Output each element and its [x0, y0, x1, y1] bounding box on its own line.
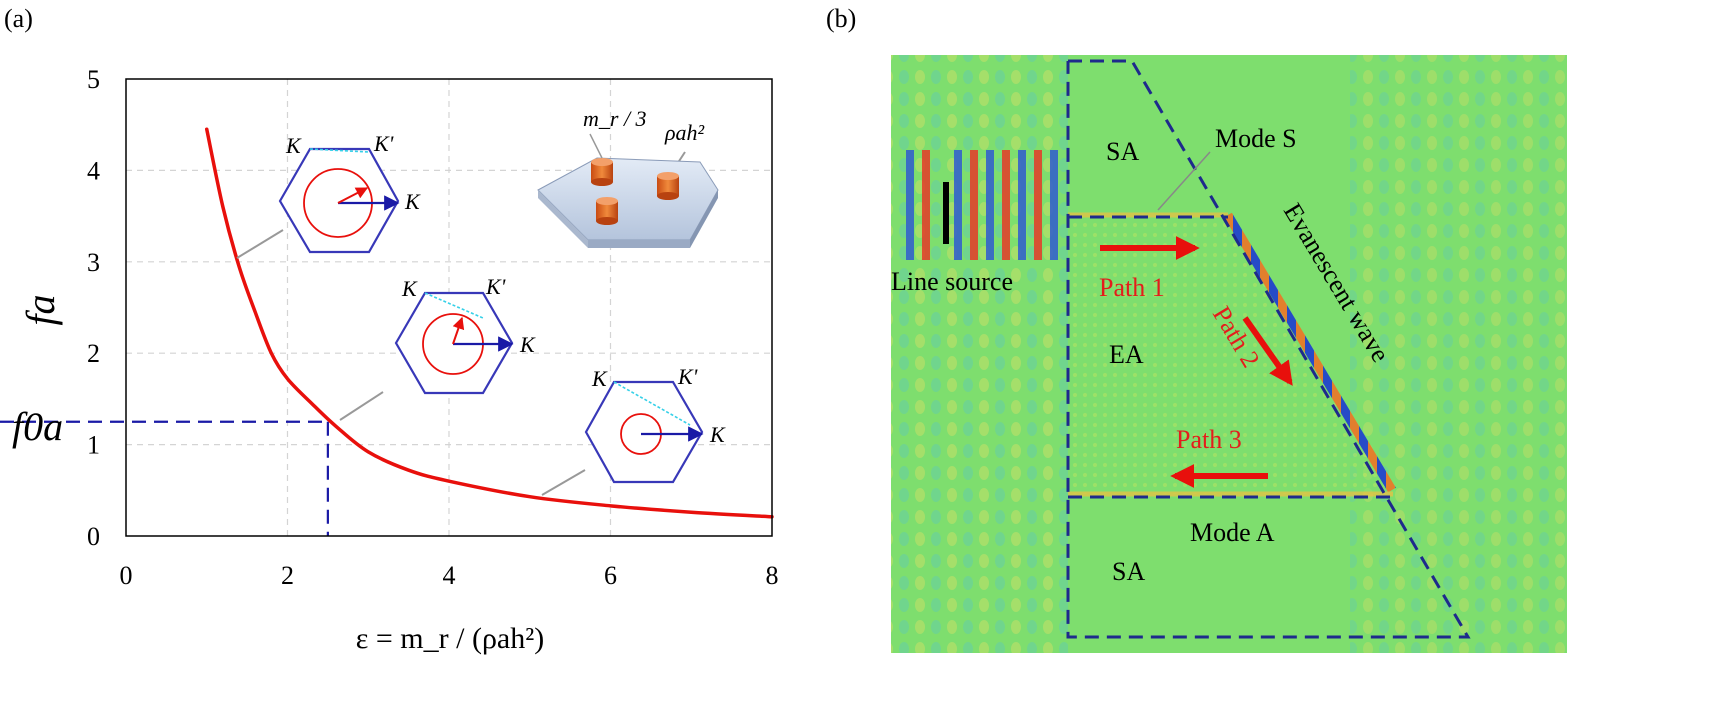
panel-b: (b) [826, 4, 1567, 653]
ripple-right [1350, 55, 1567, 653]
hex3-label-k-right: K [709, 422, 726, 447]
hex3-label-k: K [591, 366, 608, 391]
source-emission [906, 150, 1058, 260]
line-source-label: Line source [891, 267, 1013, 296]
hex1-label-k-prime: K' [373, 131, 394, 156]
x-axis-label: ε = m_r / (ρah²) [356, 622, 544, 655]
path-1-label: Path 1 [1099, 273, 1165, 302]
region-label-sa-top: SA [1106, 137, 1139, 166]
hex3-label-k-prime: K' [677, 364, 698, 389]
y-tick-label-1: 1 [87, 431, 100, 460]
hex2-label-k-right: K [519, 332, 536, 357]
path-3: Path 3 [1170, 425, 1268, 488]
mode-a-label: Mode A [1190, 518, 1275, 547]
x-tick-label-3: 6 [604, 561, 617, 590]
y-tick-label-3: 3 [87, 248, 100, 277]
mode-s-pointer [1157, 151, 1211, 211]
pillar-1 [591, 158, 613, 186]
y-tick-label-5: 5 [87, 65, 100, 94]
x-tick-label-2: 4 [443, 561, 456, 590]
hexagon-diagram-2: K K' K [394, 274, 536, 395]
bulk-pattern [1068, 217, 1393, 494]
path-3-label: Path 3 [1176, 425, 1242, 454]
path-1: Path 1 [1099, 236, 1200, 302]
region-label-ea: EA [1109, 340, 1144, 369]
plate-density-label: ρah² [664, 120, 705, 145]
x-tick-label-0: 0 [120, 561, 133, 590]
pillar-3 [596, 197, 618, 225]
chart-ticks: 0 2 4 6 8 0 1 2 3 4 5 [87, 65, 779, 590]
y-axis-label: fa [18, 294, 63, 325]
evanescent-wave-band [1224, 212, 1396, 493]
mode-s-label: Mode S [1215, 124, 1297, 153]
hex2-label-k: K [401, 276, 418, 301]
plot-frame [125, 78, 773, 537]
panel-a-label: (a) [4, 4, 33, 33]
f0-marker [0, 420, 329, 536]
panel-b-label: (b) [826, 4, 856, 33]
hex2-label-k-prime: K' [485, 274, 506, 299]
y-tick-label-0: 0 [87, 522, 100, 551]
unit-cell-inset: m_r / 3 ρah² [537, 106, 719, 248]
hex1-label-k-right: K [404, 189, 421, 214]
y-tick-label-2: 2 [87, 339, 100, 368]
hexagon-diagram-3: K K' K [584, 364, 726, 484]
region-label-sa-bottom: SA [1112, 557, 1145, 586]
y-tick-label-4: 4 [87, 156, 100, 185]
f0a-label: f0a [12, 404, 63, 449]
x-tick-label-4: 8 [766, 561, 779, 590]
pillar-2 [657, 172, 679, 200]
chart-series [205, 127, 774, 519]
wave-field [891, 55, 1567, 653]
series-line-0 [205, 127, 774, 519]
hexagon-diagram-1: K K' K [278, 131, 421, 254]
mass-label: m_r / 3 [583, 106, 647, 131]
ripple-left [891, 55, 1068, 653]
x-tick-label-1: 2 [281, 561, 294, 590]
hex1-label-k: K [285, 133, 302, 158]
region-boundaries [1066, 59, 1471, 639]
